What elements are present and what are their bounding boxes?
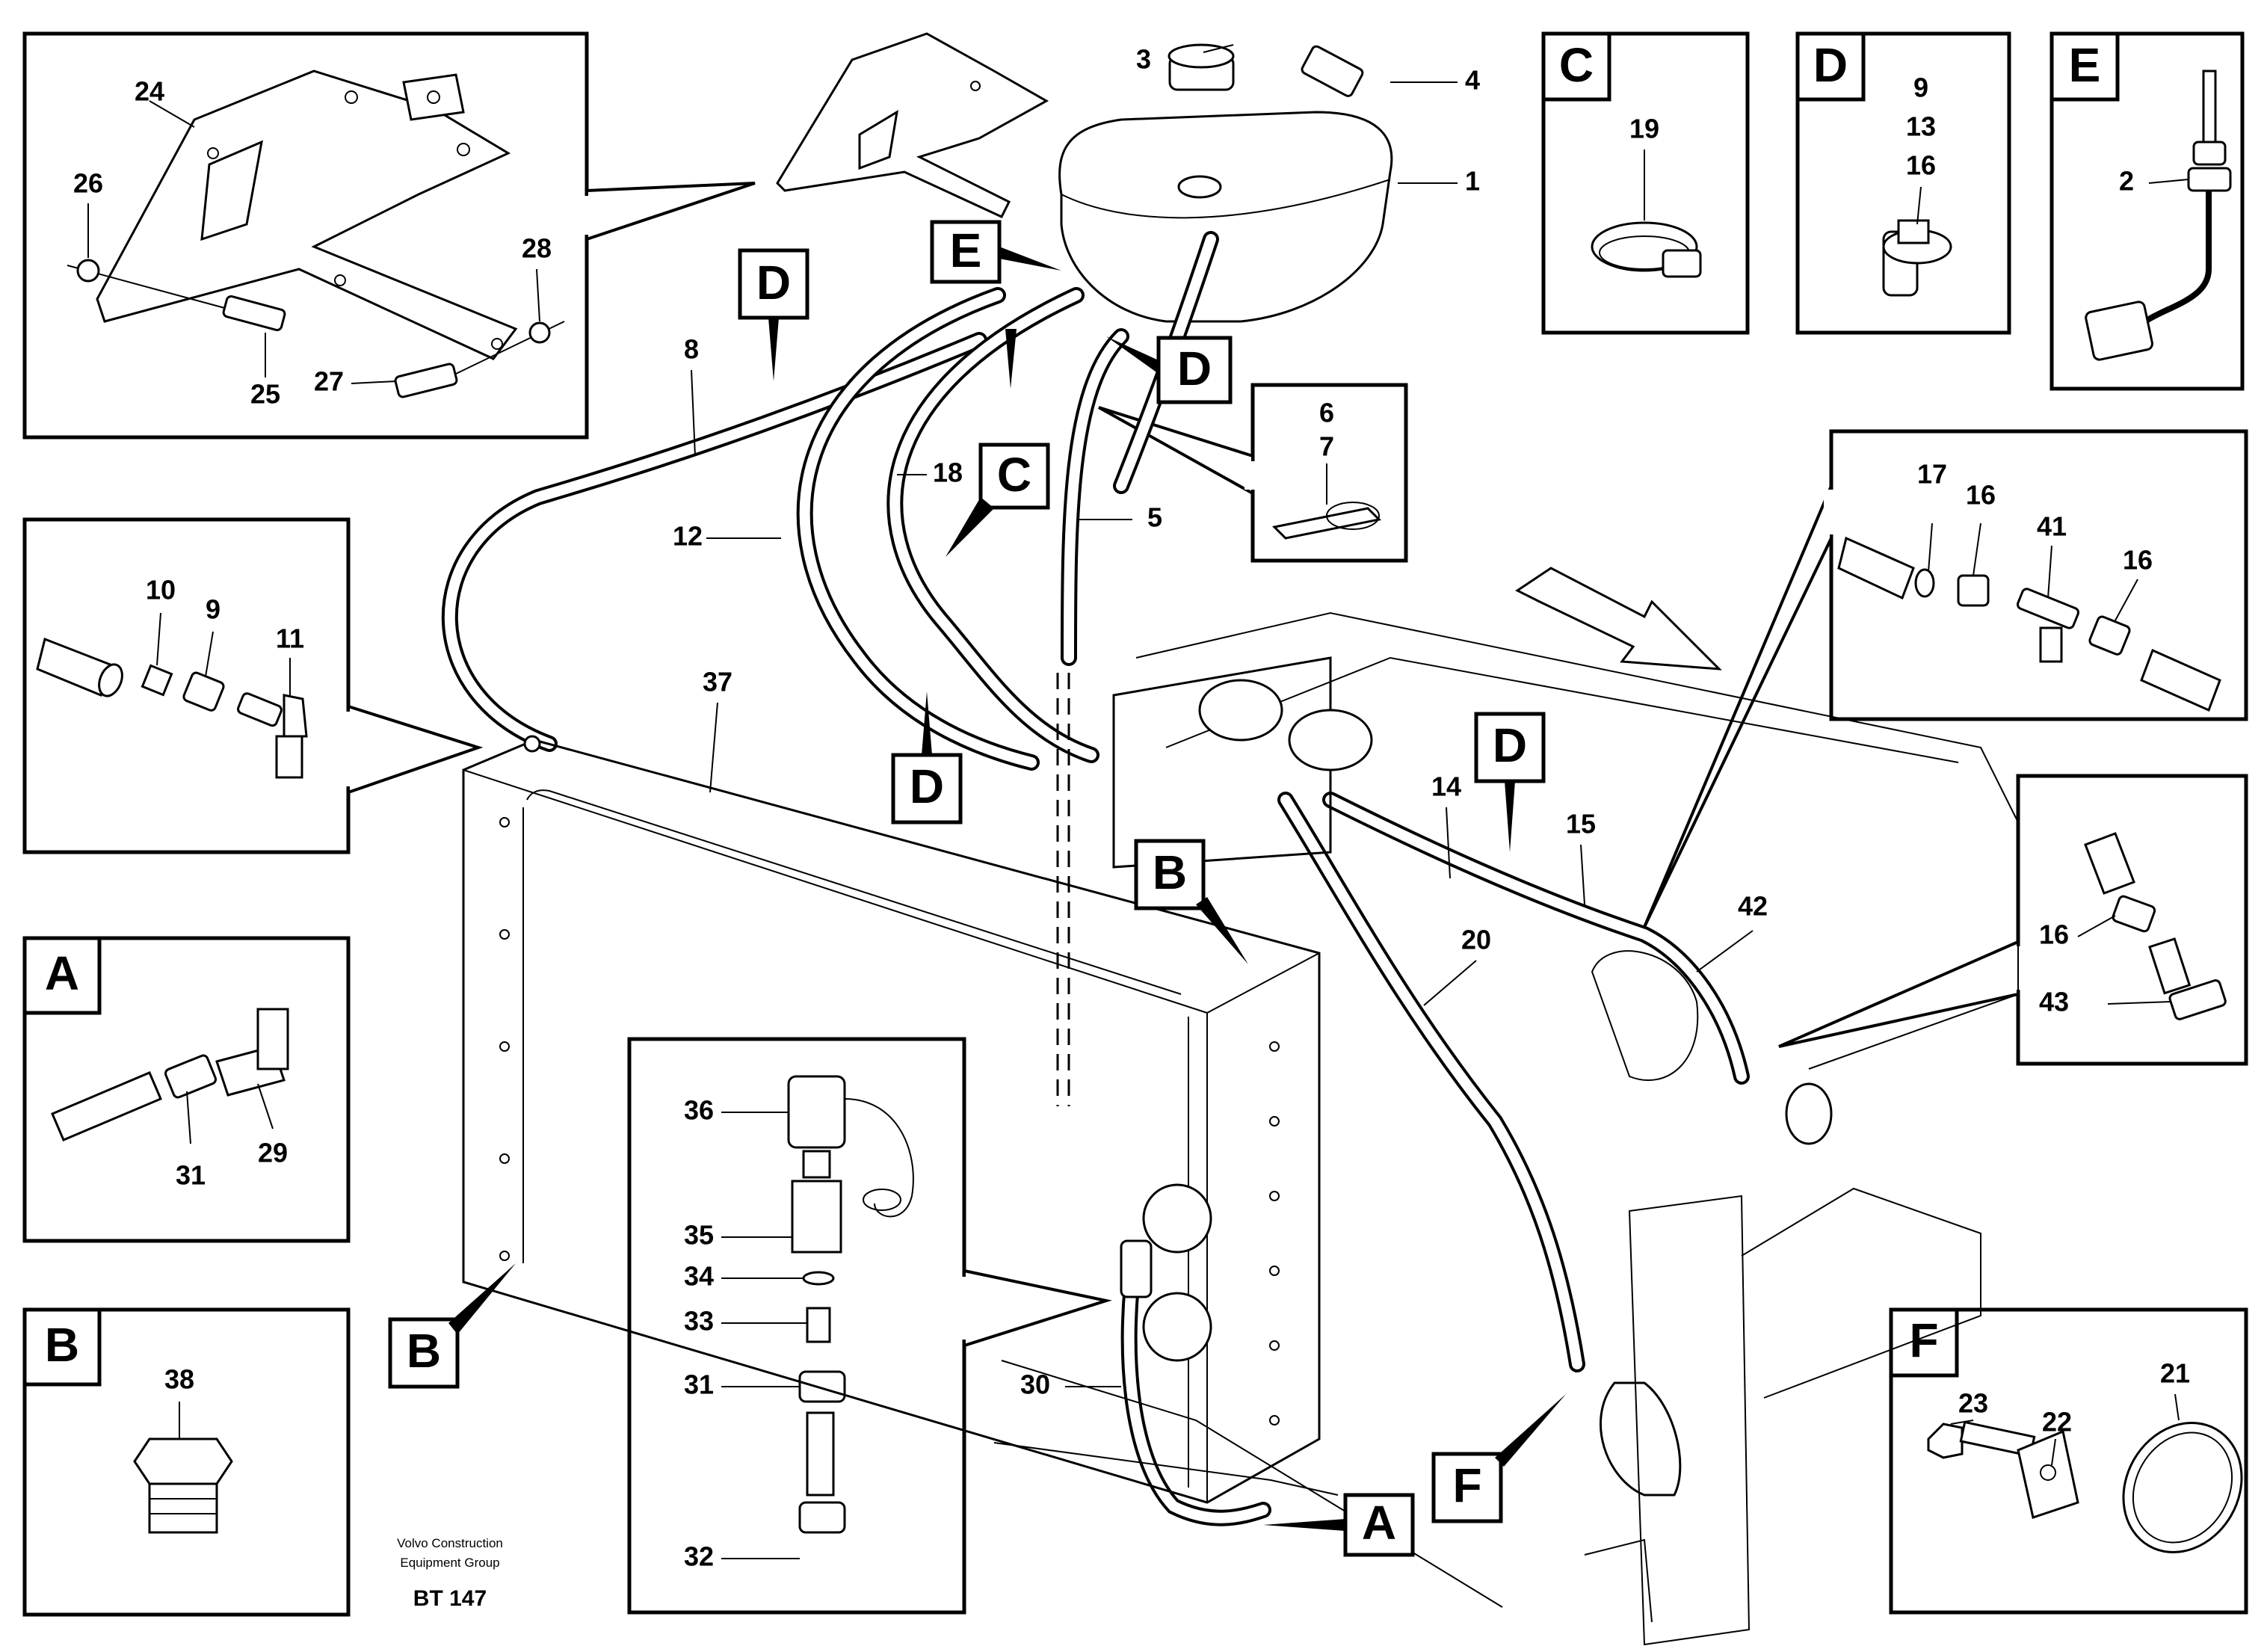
hoses — [441, 231, 1750, 1526]
flag-a: A — [1362, 1496, 1396, 1550]
flow-direction-arrow — [1515, 567, 1722, 671]
footer-code: BT 147 — [413, 1586, 487, 1611]
callout-1: 1 — [1465, 166, 1480, 197]
detail-c-box: C 19 — [1541, 31, 1750, 335]
callout-27: 27 — [314, 366, 344, 397]
callout-28: 28 — [522, 233, 552, 264]
callout-16-r2: 16 — [2123, 545, 2153, 576]
detail-f-box: F 23 22 21 — [1889, 1307, 2248, 1615]
footer-line-1: Volvo Construction — [397, 1536, 503, 1550]
callout-10: 10 — [146, 575, 176, 605]
callout-35: 35 — [684, 1220, 714, 1251]
detail-a-letter: A — [45, 946, 79, 1000]
callout-32: 32 — [684, 1541, 714, 1572]
callout-31-a: 31 — [176, 1160, 206, 1191]
callout-29: 29 — [258, 1138, 288, 1168]
detail-drain-tap-box: 36 35 34 33 31 32 — [627, 1037, 1112, 1615]
callout-3: 3 — [1136, 44, 1151, 75]
callout-19: 19 — [1629, 114, 1659, 144]
flag-c: C — [997, 448, 1031, 502]
callout-14: 14 — [1431, 771, 1461, 802]
callout-34: 34 — [684, 1261, 714, 1292]
radiator: 37 — [462, 667, 1321, 1504]
callout-16-r1: 16 — [1966, 480, 1996, 511]
footer-credit: Volvo Construction Equipment Group BT 14… — [397, 1536, 503, 1611]
flag-b-bottom: B — [407, 1324, 441, 1378]
callout-33: 33 — [684, 1306, 714, 1337]
detail-hose-fitting-box: 10 9 11 — [22, 517, 484, 854]
detail-c-letter: C — [1559, 38, 1594, 92]
callout-21: 21 — [2160, 1358, 2190, 1389]
callout-36: 36 — [684, 1095, 714, 1126]
small-bracket — [776, 32, 1049, 218]
flag-f: F — [1452, 1458, 1481, 1512]
footer-line-2: Equipment Group — [400, 1556, 499, 1570]
detail-elbow-box: 16 43 — [1778, 774, 2248, 1066]
callout-6: 6 — [1319, 398, 1334, 428]
engine-outline — [993, 611, 2019, 1646]
callout-16-r3: 16 — [2039, 919, 2069, 950]
flag-d-mid: D — [910, 759, 944, 813]
callout-24: 24 — [135, 76, 164, 107]
callout-7: 7 — [1319, 431, 1334, 462]
callout-31-tap: 31 — [684, 1369, 714, 1400]
callout-12: 12 — [673, 521, 703, 552]
detail-d-letter: D — [1813, 38, 1848, 92]
callout-37: 37 — [703, 667, 732, 697]
flag-d-tank: D — [1177, 342, 1212, 395]
flag-d-right: D — [1493, 718, 1527, 772]
callout-4: 4 — [1465, 65, 1480, 96]
detail-bracket-box: 24 26 25 27 28 — [22, 31, 756, 440]
detail-b-letter: B — [45, 1318, 79, 1372]
callout-18: 18 — [933, 457, 963, 488]
detail-b-box: B 38 — [22, 1307, 351, 1617]
callout-43: 43 — [2039, 987, 2069, 1017]
expansion-tank: 3 4 1 — [1058, 43, 1480, 323]
callout-42: 42 — [1738, 891, 1768, 922]
callout-41: 41 — [2037, 511, 2067, 542]
callout-25: 25 — [250, 379, 280, 410]
callout-38: 38 — [164, 1364, 194, 1395]
callout-9-d: 9 — [1913, 73, 1928, 103]
hose-callouts: 8 12 18 5 14 15 20 42 30 — [673, 334, 1768, 1400]
callout-20: 20 — [1461, 925, 1491, 955]
callout-23: 23 — [1958, 1388, 1988, 1419]
detail-e-letter: E — [2069, 38, 2101, 92]
callout-26: 26 — [73, 168, 103, 199]
flag-d-left: D — [756, 256, 791, 309]
callout-11: 11 — [276, 623, 304, 654]
letter-flags: D E D C D D B B A F — [388, 220, 1566, 1557]
callout-2: 2 — [2119, 166, 2134, 197]
callout-17: 17 — [1917, 459, 1947, 490]
callout-22: 22 — [2042, 1407, 2072, 1437]
detail-e-box: E 2 — [2049, 31, 2245, 391]
detail-a-box: A 31 29 — [22, 936, 351, 1243]
callout-8: 8 — [684, 334, 699, 365]
flag-b-top: B — [1153, 845, 1187, 899]
callout-13: 13 — [1906, 111, 1936, 142]
callout-30: 30 — [1020, 1369, 1050, 1400]
callout-16-d: 16 — [1906, 150, 1936, 181]
callout-5: 5 — [1147, 502, 1162, 533]
callout-15: 15 — [1566, 809, 1596, 839]
callout-9-left: 9 — [206, 594, 220, 625]
detail-d-box: D 9 13 16 — [1795, 31, 2011, 335]
detail-tee-box: 17 16 41 16 — [1643, 429, 2248, 928]
flag-e: E — [950, 224, 982, 277]
detail-f-letter: F — [1909, 1313, 1938, 1367]
